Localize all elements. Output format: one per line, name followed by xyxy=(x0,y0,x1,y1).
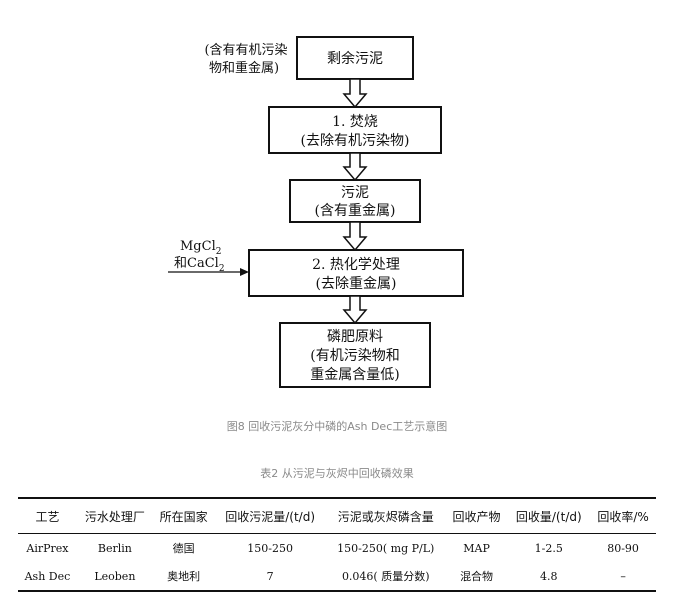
arrow-down-2 xyxy=(342,152,368,182)
header-product: 回收产物 xyxy=(445,497,508,534)
side-note-top-line-2: 物和重金属) xyxy=(209,60,279,76)
header-phosphorus-content: 污泥或灰烬磷含量 xyxy=(325,497,446,534)
box-sludge-ash-line-1: 污泥 xyxy=(341,185,369,201)
table-cell: 奥地利 xyxy=(152,562,215,592)
table-cell: 混合物 xyxy=(445,562,508,592)
box-surplus-sludge-label: 剩余污泥 xyxy=(327,50,383,67)
table-cell: Leoben xyxy=(76,562,153,592)
box-sludge-ash-line-2: (含有重金属) xyxy=(315,203,396,219)
table-cell: 德国 xyxy=(172,542,195,555)
table-cell: 150-250( mg P/L) xyxy=(337,541,435,555)
table-cell: 80-90 xyxy=(607,541,639,555)
table-cell: Ash Dec xyxy=(18,562,77,592)
table-cell: 150-250 xyxy=(247,541,293,555)
arrow-down-3 xyxy=(342,221,368,252)
recovery-table: 工艺 污水处理厂 所在国家 回收污泥量/(t/d) 污泥或灰烬磷含量 回收产物 … xyxy=(18,497,656,592)
header-recovery-rate: 回收率/% xyxy=(590,497,656,534)
table-header-row: 工艺 污水处理厂 所在国家 回收污泥量/(t/d) 污泥或灰烬磷含量 回收产物 … xyxy=(18,497,656,534)
table-cell: 4.8 xyxy=(507,562,591,592)
box-phosphate-fertilizer-line-3: 重金属含量低) xyxy=(310,367,399,383)
arrow-down-4 xyxy=(342,295,368,325)
box-incineration xyxy=(268,106,442,154)
header-country: 所在国家 xyxy=(152,497,215,534)
header-process: 工艺 xyxy=(18,497,77,534)
box-phosphate-fertilizer xyxy=(279,322,431,388)
table-cell: MAP xyxy=(463,541,490,555)
table-cell: 0.046( 质量分数) xyxy=(325,562,446,592)
box-incineration-line-1: 1. 焚烧 xyxy=(332,114,378,130)
header-plant: 污水处理厂 xyxy=(76,497,153,534)
box-thermochemical-line-1: 2. 热化学处理 xyxy=(312,257,400,273)
side-note-reagent-1: MgCl2 xyxy=(180,239,221,257)
box-phosphate-fertilizer-line-1: 磷肥原料 xyxy=(327,329,383,345)
side-note-reagent-2: 和CaCl2 xyxy=(174,256,225,274)
table-row: Ash Dec Leoben 奥地利 7 0.046( 质量分数) 混合物 4.… xyxy=(18,562,656,592)
box-thermochemical-line-2: (去除重金属) xyxy=(316,276,397,292)
box-incineration-line-2: (去除有机污染物) xyxy=(301,133,410,149)
table-cell: 7 xyxy=(214,562,326,592)
table-cell: 1-2.5 xyxy=(534,541,563,555)
figure-caption: 图8 回收污泥灰分中磷的Ash Dec工艺示意图 xyxy=(226,420,448,433)
arrow-down-1 xyxy=(342,78,368,109)
box-surplus-sludge xyxy=(296,36,414,80)
box-phosphate-fertilizer-line-2: (有机污染物和 xyxy=(310,348,399,364)
process-flow-diagram: (含有有机污染 物和重金属) 剩余污泥 1. 焚烧 (去除有机污染物) 污泥 (… xyxy=(168,36,464,388)
reagent-input-arrowhead xyxy=(240,268,249,276)
header-recovery-amount: 回收量/(t/d) xyxy=(507,497,591,534)
table-cell: Berlin xyxy=(97,541,132,555)
table-row: AirPrex Berlin 德国 150-250 150-250( mg P/… xyxy=(18,534,656,563)
table-cell: AirPrex xyxy=(26,541,69,555)
table-caption: 表2 从污泥与灰烬中回收磷效果 xyxy=(260,467,414,480)
header-sludge-amount: 回收污泥量/(t/d) xyxy=(214,497,326,534)
table-cell: – xyxy=(590,562,656,592)
side-note-top-line-1: (含有有机污染 xyxy=(204,42,287,58)
